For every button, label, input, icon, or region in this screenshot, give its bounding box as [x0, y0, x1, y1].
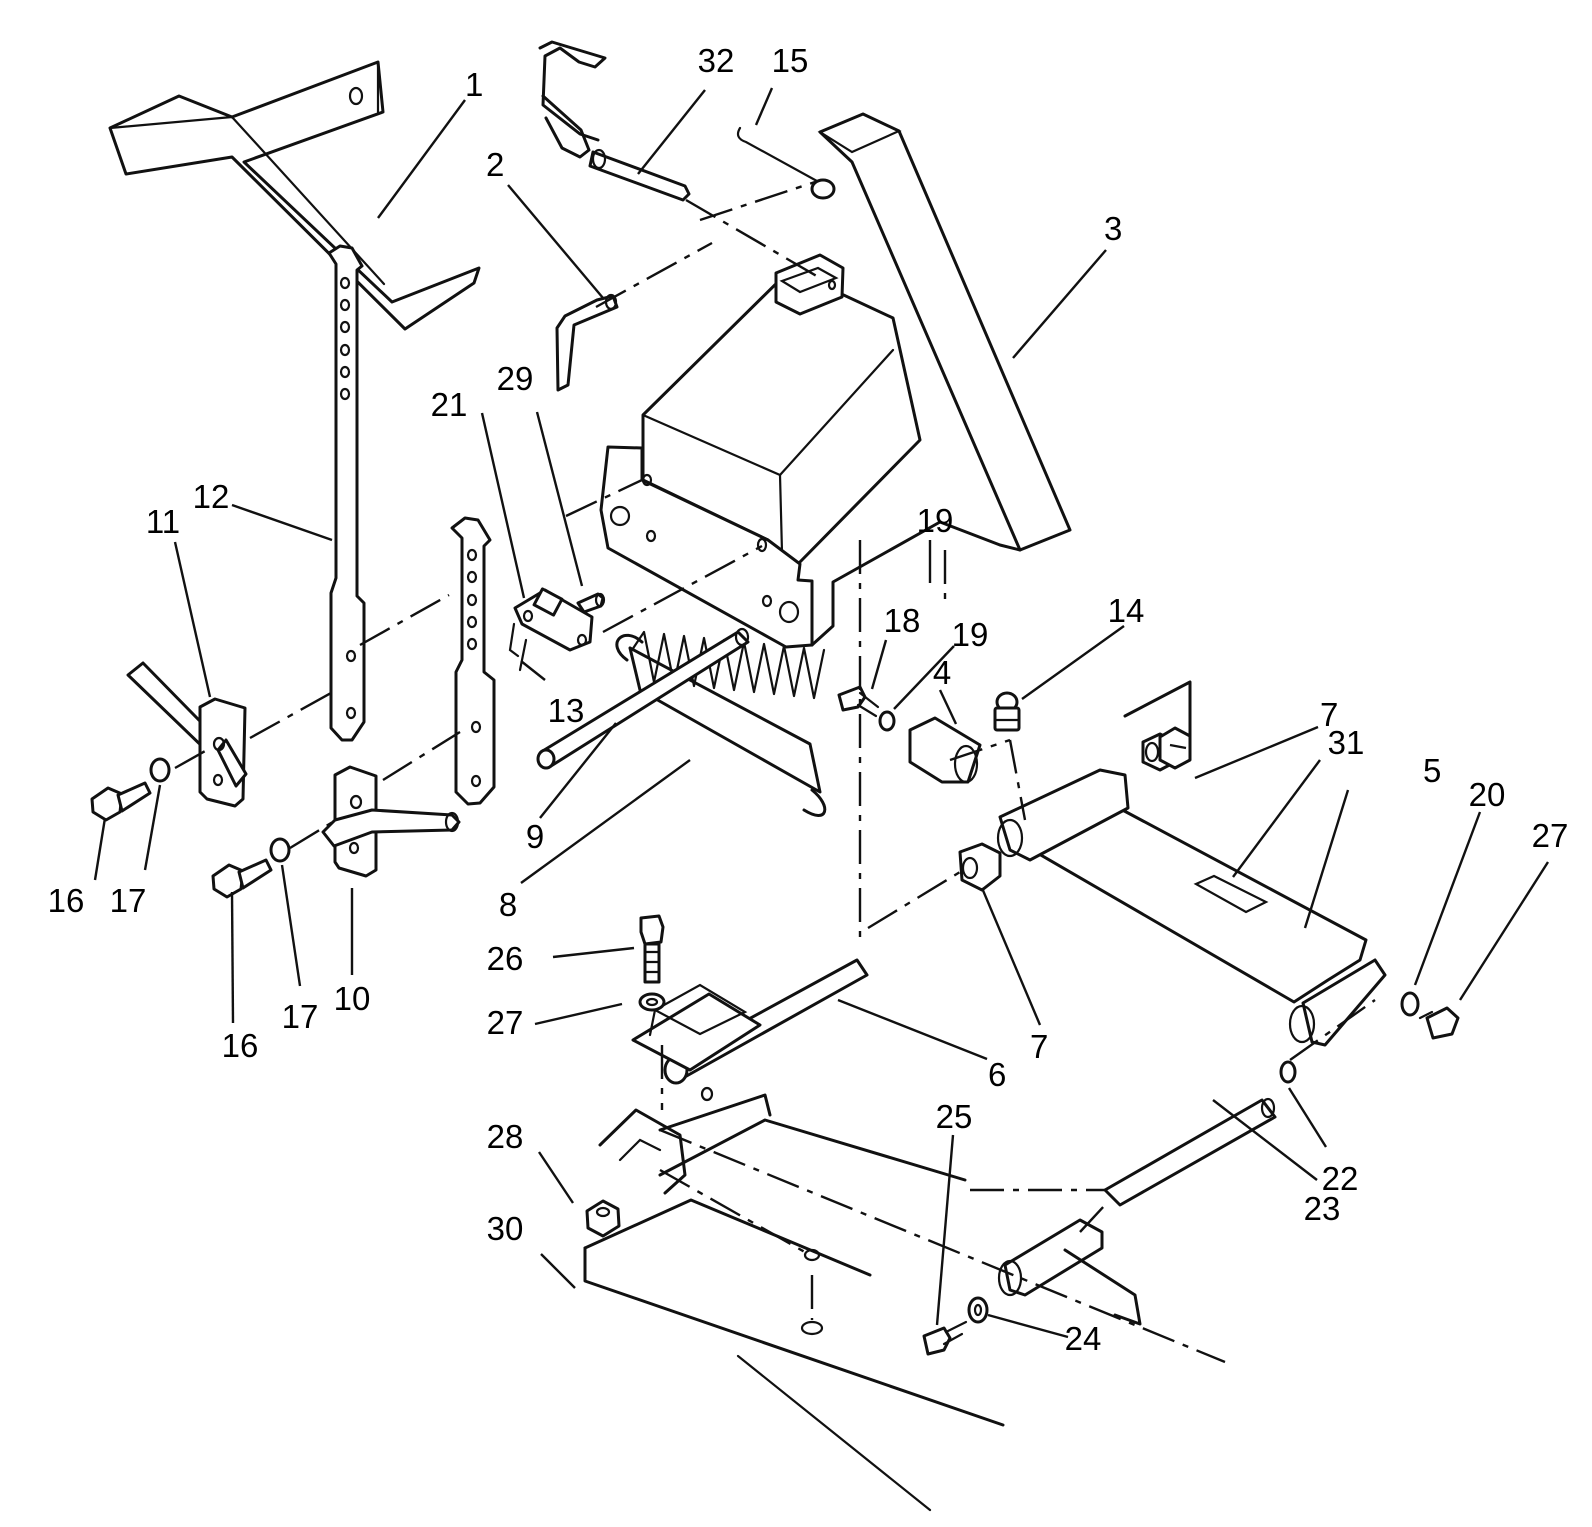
callout-11: 11 — [146, 503, 180, 540]
part-7-upper-bushing — [1158, 726, 1192, 770]
callout-27-left: 27 — [487, 1004, 524, 1041]
part-19-washer — [878, 710, 896, 732]
part-6-shaft — [631, 958, 869, 1085]
part-5-rockshaft — [996, 732, 1387, 1047]
callout-18: 18 — [884, 602, 921, 639]
part-15-cotter-pin — [736, 126, 836, 200]
part-32-hitch-pin — [538, 40, 691, 202]
callout-5: 5 — [1423, 752, 1441, 789]
callout-1: 1 — [465, 66, 483, 103]
frame-bracket-corner — [1123, 680, 1192, 754]
callout-16-mid: 16 — [222, 1027, 259, 1064]
part-17-washer-mid — [269, 837, 291, 863]
callout-31: 31 — [1328, 724, 1365, 761]
callout-30: 30 — [487, 1210, 524, 1247]
callout-8: 8 — [499, 886, 517, 923]
part-27-bolt-right — [1418, 1006, 1460, 1040]
callout-13: 13 — [548, 692, 585, 729]
lower-pivot-tube — [997, 1218, 1142, 1326]
part-17-washer-left — [149, 757, 171, 783]
callout-22: 22 — [1322, 1160, 1359, 1197]
part-28-nut — [585, 1199, 621, 1238]
part-30-deck — [583, 1086, 1005, 1512]
callout-21: 21 — [431, 386, 468, 423]
part-26-bolt — [639, 914, 665, 984]
part-14-grease-fitting — [993, 691, 1021, 732]
part-2-bent-pin — [555, 293, 619, 392]
callout-10: 10 — [334, 980, 371, 1017]
callout-7-upper: 7 — [1320, 696, 1338, 733]
part-4-bushing — [908, 716, 982, 784]
part-9-pin — [536, 627, 750, 770]
callout-12: 12 — [193, 478, 230, 515]
callout-2: 2 — [486, 146, 504, 183]
callout-27-right: 27 — [1532, 817, 1569, 854]
callout-25: 25 — [936, 1098, 973, 1135]
callout-6: 6 — [988, 1056, 1006, 1093]
part-29-screw — [576, 592, 606, 614]
part-27-washer — [638, 992, 666, 1012]
callout-28: 28 — [487, 1118, 524, 1155]
callout-19-right: 19 — [952, 616, 989, 653]
part-1-drawbar — [108, 60, 481, 331]
part-23-pivot-shaft — [1103, 1097, 1277, 1207]
callout-17-left: 17 — [110, 882, 147, 919]
callouts: 1 2 3 4 5 6 7 7 8 9 10 11 12 13 14 15 16… — [48, 42, 1569, 1357]
part-22-washer — [1279, 1060, 1297, 1084]
part-10-lever-plate — [321, 765, 461, 878]
callout-32: 32 — [698, 42, 735, 79]
part-12b-lift-link — [450, 516, 496, 806]
part-16-bolt-mid — [211, 858, 273, 899]
callout-14: 14 — [1108, 592, 1145, 629]
callout-17-mid: 17 — [282, 998, 319, 1035]
callout-19-frame: 19 — [917, 502, 954, 539]
part-11-lever-plate — [126, 661, 248, 808]
part-18-bolt — [837, 685, 880, 718]
callout-20: 20 — [1469, 776, 1506, 813]
leader-lines — [93, 87, 1550, 1339]
part-20-washer — [1400, 991, 1420, 1017]
part-24-washer — [967, 1296, 989, 1324]
part-16-bolt-left — [90, 781, 152, 822]
callout-9: 9 — [526, 818, 544, 855]
part-7-lower-bushing — [958, 842, 1002, 892]
part-3-frame — [599, 112, 1072, 649]
callout-7-lower: 7 — [1030, 1028, 1048, 1065]
callout-23: 23 — [1304, 1190, 1341, 1227]
callout-29: 29 — [497, 360, 534, 397]
part-25-bolt — [922, 1320, 968, 1356]
callout-4: 4 — [933, 654, 951, 691]
callout-15: 15 — [772, 42, 809, 79]
callout-16-left: 16 — [48, 882, 85, 919]
callout-3: 3 — [1104, 210, 1122, 247]
part-21-switch-bracket — [508, 587, 594, 672]
part-12-lift-link — [327, 244, 366, 742]
callout-24: 24 — [1065, 1320, 1102, 1357]
callout-26: 26 — [487, 940, 524, 977]
